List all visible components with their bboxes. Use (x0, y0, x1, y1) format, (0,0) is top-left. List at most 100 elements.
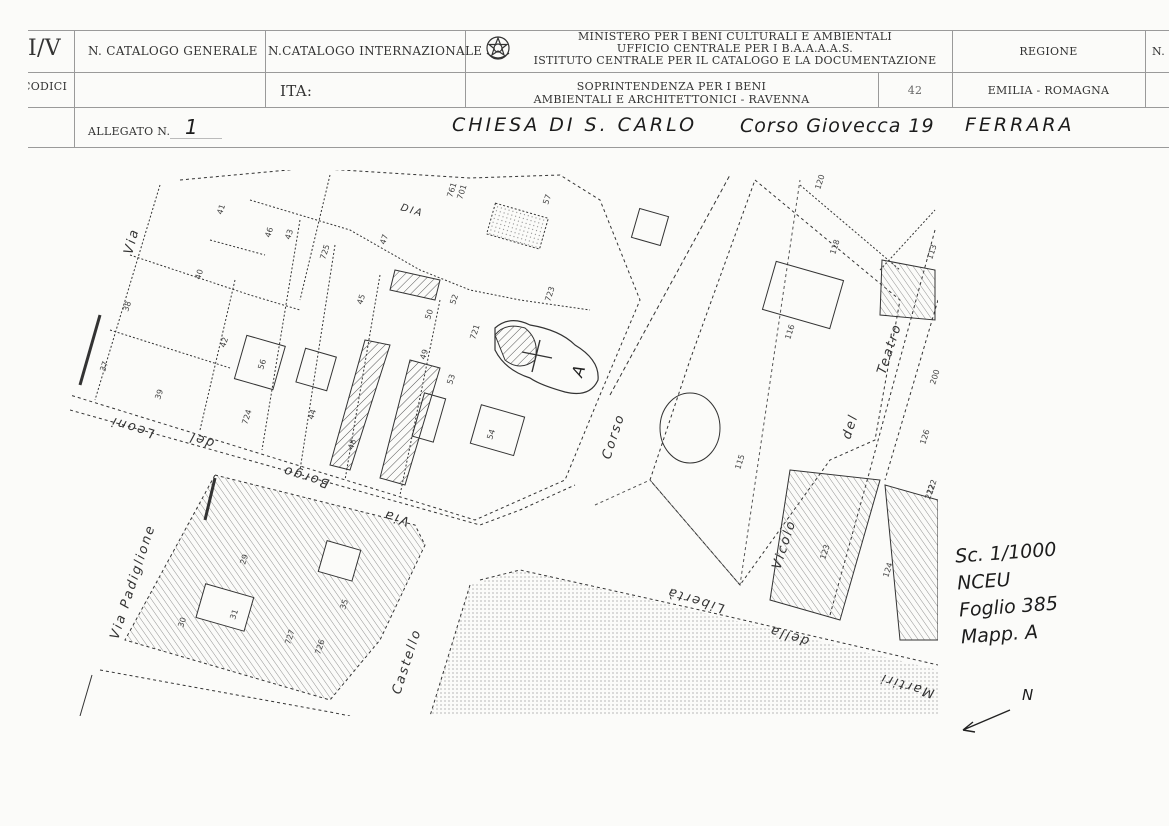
street-via-top: Via (121, 227, 142, 256)
marker-a: A (567, 363, 589, 380)
ministry-line-3: ISTITUTO CENTRALE PER IL CATALOGO E LA D… (533, 54, 937, 67)
rule-row3 (28, 147, 1169, 148)
parcel-723: 723 (543, 285, 556, 302)
block-lower-left (124, 474, 426, 701)
parcel-line (799, 184, 901, 271)
street-edge-castello (99, 669, 351, 716)
sheet-code: I/V (28, 36, 61, 61)
parcel-52: 52 (448, 293, 460, 305)
building-44 (295, 347, 337, 392)
col-rule-6 (1145, 30, 1146, 108)
parcel-49: 49 (418, 348, 430, 360)
rule-row2 (28, 107, 1169, 108)
parcel-56: 56 (256, 358, 268, 370)
parcel-761: 761 (445, 181, 458, 198)
parcel-45: 45 (355, 293, 367, 305)
liberta-edge-north (479, 569, 938, 666)
street-borgo: Borgo (280, 462, 331, 491)
parcel-37: 37 (98, 360, 110, 372)
vicolo-edge (884, 299, 938, 481)
parcel-line (249, 199, 591, 311)
parcel-701: 701 (455, 183, 468, 200)
map-annotation: Sc. 1/1000 NCEU Foglio 385 Mapp. A (954, 537, 1063, 652)
regione-label: REGIONE (1019, 45, 1078, 58)
building-31 (195, 583, 255, 632)
church-outline (494, 320, 599, 395)
parcel-122: 122 (925, 478, 938, 495)
block-upper-left (70, 170, 641, 521)
building-address: Corso Giovecca 19 (740, 115, 935, 137)
street-corso: Corso (600, 412, 629, 461)
rule-top (28, 30, 1169, 31)
parcel-124: 124 (881, 561, 894, 578)
lower-block-dotted (430, 570, 938, 716)
parcel-727: 727 (283, 628, 296, 645)
street-teatro: Teatro (875, 321, 906, 376)
fountain (659, 392, 721, 464)
building-57 (486, 202, 549, 250)
ministry-line-1: MINISTERO PER I BENI CULTURALI E AMBIENT… (577, 30, 893, 43)
parcel-53: 53 (445, 373, 457, 385)
n-catalogo-internazionale-label: N.CATALOGO INTERNAZIONALE (268, 44, 483, 58)
map-edge (79, 674, 93, 716)
hatched-strip (389, 269, 441, 301)
building-53 (411, 392, 447, 443)
parcel-29: 29 (238, 553, 250, 565)
soprintendenza-line-1: SOPRINTENDENZA PER I BENI (576, 80, 767, 93)
col-rule-3 (465, 30, 466, 108)
north-label: N (1022, 686, 1034, 704)
block-118 (879, 259, 936, 321)
parcel-line (94, 184, 161, 401)
parcel-726: 726 (313, 638, 326, 655)
block-123 (769, 469, 881, 621)
parcel-31: 31 (228, 608, 240, 620)
parcel-line (129, 254, 301, 311)
parcel-50: 50 (423, 308, 435, 320)
parcel-35: 35 (338, 598, 350, 610)
parcel-48: 48 (346, 438, 358, 450)
ministry-line-2: UFFICIO CENTRALE PER I B.A.A.A.A.S. (616, 42, 854, 55)
street-via-mid: Via (381, 506, 411, 528)
building-56 (233, 334, 286, 391)
corso-edge-west (609, 174, 731, 396)
italian-emblem-icon (486, 36, 510, 60)
parcel-120: 120 (813, 173, 826, 190)
street-castello: Castello (390, 627, 425, 696)
parcel-line (299, 244, 336, 471)
parcel-38: 38 (121, 300, 133, 312)
parcel-118: 118 (828, 238, 841, 255)
street-dia: DIA (399, 202, 425, 219)
wall-mark (203, 477, 217, 521)
church-cross-icon (521, 339, 553, 373)
col-rule-1 (74, 30, 75, 147)
parcel-line (199, 279, 236, 431)
parcel-line (299, 174, 331, 301)
soprintendenza-block: SOPRINTENDENZA PER I BENI AMBIENTALI E A… (465, 80, 878, 106)
wall-mark (78, 314, 102, 386)
col-rule-5 (952, 30, 953, 108)
regione-value: EMILIA - ROMAGNA (987, 84, 1110, 97)
building-city: FERRARA (965, 114, 1075, 136)
parcel-46: 46 (263, 226, 275, 238)
parcel-116: 116 (783, 323, 796, 340)
parcel-line (879, 209, 936, 271)
parcel-113: 113 (925, 243, 938, 260)
parcel-115: 115 (733, 453, 746, 470)
col-rule-2 (265, 30, 266, 108)
soprintendenza-code: 42 (907, 84, 923, 97)
parcel-line (209, 239, 266, 256)
building-name: CHIESA DI S. CARLO (452, 114, 698, 136)
street-del-teatro: del (840, 412, 862, 441)
ministry-block: MINISTERO PER I BENI CULTURALI E AMBIENT… (515, 31, 955, 67)
parcel-47: 47 (378, 233, 390, 245)
parcel-123: 123 (818, 543, 831, 560)
corso-edge-east (594, 179, 801, 587)
col-rule-4 (878, 72, 879, 108)
parcel-43: 43 (283, 228, 295, 240)
parcel-41: 41 (215, 203, 227, 215)
parcel-numbers: 57 41 46 43 725 47 40 38 37 39 42 56 45 … (98, 173, 941, 655)
parcel-30: 30 (176, 616, 188, 628)
street-edge-borgo (70, 409, 576, 526)
building-116 (761, 260, 845, 330)
